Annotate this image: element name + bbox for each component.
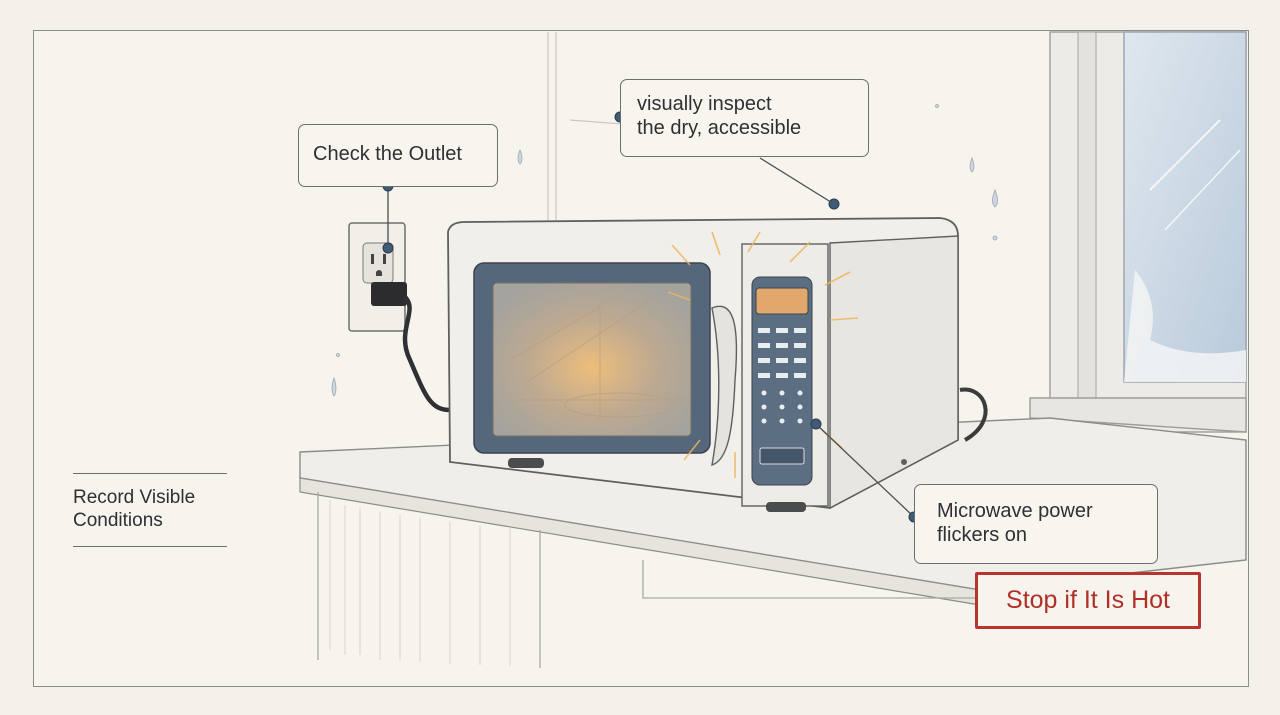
inspect-callout: visually inspect the dry, accessible bbox=[620, 79, 869, 157]
water-drops bbox=[331, 104, 998, 397]
record-label-line-1: Record Visible bbox=[73, 487, 196, 508]
check-outlet-callout: Check the Outlet bbox=[298, 124, 498, 187]
record-conditions-note: Record Visible Conditions bbox=[73, 473, 227, 547]
stop-if-hot-warning: Stop if It Is Hot bbox=[975, 572, 1201, 629]
leader-lines bbox=[387, 157, 915, 518]
record-label-line-2: Conditions bbox=[73, 510, 163, 531]
flicker-label-line-1: Microwave power bbox=[937, 500, 1093, 522]
wall-outlet bbox=[348, 222, 451, 413]
microwave bbox=[447, 217, 988, 512]
inspect-label-line-2: the dry, accessible bbox=[637, 117, 802, 139]
flicker-label-line-2: flickers on bbox=[937, 524, 1028, 546]
flicker-callout: Microwave power flickers on bbox=[914, 484, 1158, 564]
inspect-label-line-1: visually inspect bbox=[637, 93, 772, 115]
stop-if-hot-label: Stop if It Is Hot bbox=[1006, 586, 1170, 614]
check-outlet-label: Check the Outlet bbox=[313, 143, 462, 165]
window bbox=[1029, 31, 1247, 433]
